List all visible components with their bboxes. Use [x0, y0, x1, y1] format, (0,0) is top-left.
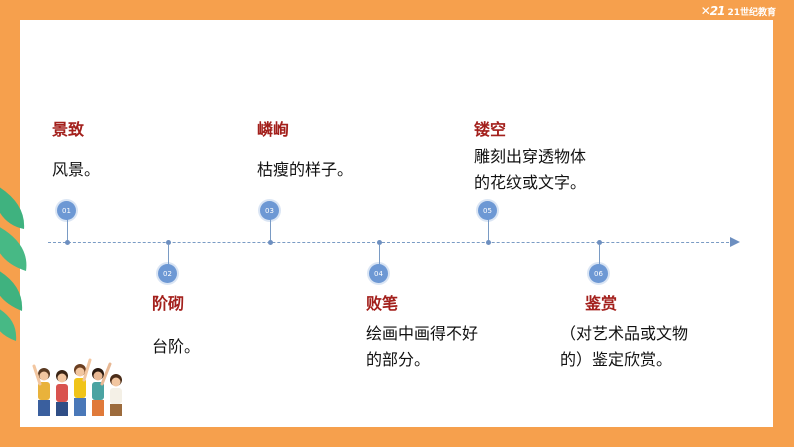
definition-02: 台阶。	[152, 334, 200, 360]
definition-line: 的花纹或文字。	[474, 173, 587, 192]
definition-line: 的部分。	[366, 350, 431, 369]
timeline-badge-01: 01	[57, 201, 76, 220]
term-03: 嶙峋	[257, 120, 290, 139]
definition-line: 枯瘦的样子。	[257, 160, 354, 179]
timeline-stem	[270, 219, 271, 241]
leaf-decoration-icon	[0, 187, 27, 341]
term-01: 景致	[52, 120, 85, 139]
timeline-stem	[67, 219, 68, 241]
timeline-dot	[486, 240, 491, 245]
term-05: 镂空	[474, 120, 507, 139]
content-card	[20, 20, 773, 427]
definition-line: 的）鉴定欣赏。	[560, 350, 673, 369]
timeline-badge-03: 03	[260, 201, 279, 220]
brand-logo-text: 21世纪教育	[727, 7, 776, 18]
definition-01: 风景。	[52, 157, 100, 183]
definition-06: （对艺术品或文物 的）鉴定欣赏。	[560, 321, 688, 373]
timeline-stem	[379, 245, 380, 267]
timeline-arrow-icon	[730, 237, 740, 247]
timeline-badge-06: 06	[589, 264, 608, 283]
timeline-stem	[168, 245, 169, 267]
timeline-stem	[599, 245, 600, 267]
brand-logo: ✕21 21世纪教育	[701, 2, 776, 20]
timeline-badge-05: 05	[478, 201, 497, 220]
timeline-dot	[597, 240, 602, 245]
definition-line: 台阶。	[152, 337, 201, 356]
definition-05: 雕刻出穿透物体 的花纹或文字。	[474, 144, 586, 196]
brand-mark-icon: ✕21	[700, 4, 726, 18]
timeline-dot	[65, 240, 70, 245]
definition-03: 枯瘦的样子。	[257, 157, 353, 183]
definition-04: 绘画中画得不好 的部分。	[366, 321, 478, 373]
children-illustration-icon	[32, 358, 122, 416]
top-frame-bar	[0, 0, 794, 20]
term-04: 败笔	[366, 294, 399, 313]
definition-line: 绘画中画得不好	[366, 324, 479, 343]
timeline-dot	[268, 240, 273, 245]
timeline-badge-02: 02	[158, 264, 177, 283]
definition-line: 雕刻出穿透物体	[474, 147, 587, 166]
definition-line: 风景。	[52, 160, 101, 179]
timeline-stem	[488, 219, 489, 241]
term-02: 阶砌	[152, 294, 185, 313]
timeline-dot	[166, 240, 171, 245]
definition-line: （对艺术品或文物	[560, 324, 689, 343]
term-06: 鉴赏	[585, 294, 618, 313]
timeline-dot	[377, 240, 382, 245]
timeline-axis	[48, 242, 734, 243]
timeline-badge-04: 04	[369, 264, 388, 283]
